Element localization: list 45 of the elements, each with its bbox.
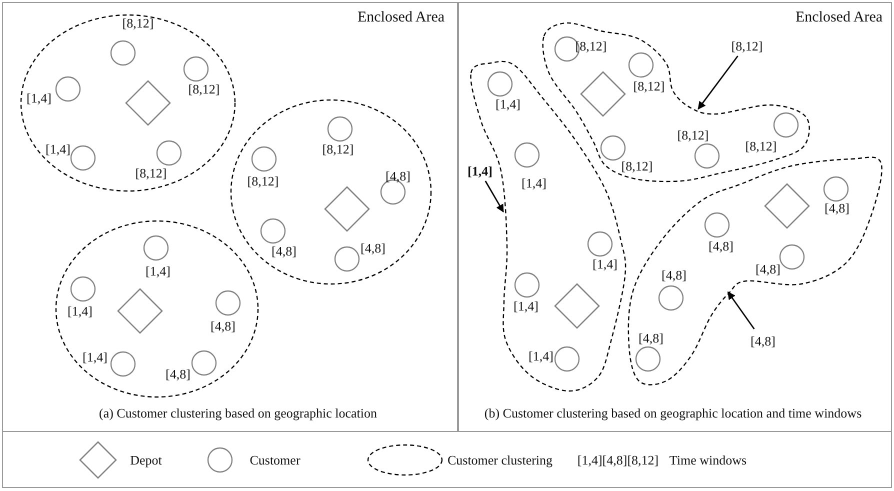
time-window-label: [8,12] — [731, 38, 763, 54]
area-title: Enclosed Area — [795, 10, 883, 26]
time-window-label: [4,8] — [360, 240, 386, 256]
panel-caption: (a) Customer clustering based on geographic location — [99, 406, 377, 420]
time-window-label: [1,4] — [514, 298, 538, 314]
time-window-label: [8,12] — [575, 38, 607, 54]
time-window-label: [4,8] — [210, 318, 236, 334]
panel-caption: (b) Customer clustering based on geographic location and time windows — [483, 406, 863, 420]
time-window-sample: [1,4][4,8][8,12] — [577, 452, 659, 468]
time-window-label: [4,8] — [272, 244, 296, 258]
time-window-label: [1,4] — [592, 256, 618, 272]
time-window-label: [4,8] — [756, 262, 780, 276]
time-window-label: [1,4] — [146, 264, 170, 278]
legend-label: Customer clustering — [447, 452, 553, 468]
area-title: Enclosed Area — [357, 10, 445, 26]
time-window-label: [4,8] — [662, 268, 686, 282]
time-window-label: [4,8] — [824, 200, 850, 216]
time-window-label: [8,12] — [188, 82, 220, 96]
legend-label: Customer — [250, 452, 300, 468]
time-window-label: [1,4] — [46, 142, 70, 156]
time-window-label: [8,12] — [247, 174, 279, 188]
time-window-label: [1,4] — [528, 348, 554, 364]
time-window-label: [8,12] — [122, 16, 154, 30]
legend-label: Time windows — [669, 452, 747, 468]
legend-label: Depot — [130, 452, 162, 468]
time-window-label: [4,8] — [638, 330, 664, 346]
time-window-label: [8,12] — [322, 142, 354, 156]
time-window-label: [4,8] — [386, 168, 410, 184]
time-window-label: [1,4] — [82, 350, 108, 364]
time-window-label: [8,12] — [621, 158, 653, 174]
time-window-label: [1,4] — [522, 176, 546, 190]
time-window-label: [4,8] — [166, 366, 190, 382]
time-window-label: [1,4] — [496, 96, 520, 112]
time-window-label: [4,8] — [750, 334, 776, 348]
time-window-label: [8,12] — [745, 138, 777, 154]
time-window-label: [1,4] — [26, 90, 52, 106]
time-window-label: [4,8] — [708, 238, 734, 254]
time-window-label: [1,4] — [68, 304, 92, 318]
time-window-label: [8,12] — [633, 78, 665, 94]
leader-arrow — [698, 56, 738, 110]
time-window-label: [8,12] — [677, 128, 709, 142]
time-window-label: [8,12] — [135, 166, 167, 180]
time-window-label: [1,4] — [468, 164, 492, 178]
leader-arrow — [484, 180, 504, 212]
leader-arrow — [727, 291, 755, 330]
